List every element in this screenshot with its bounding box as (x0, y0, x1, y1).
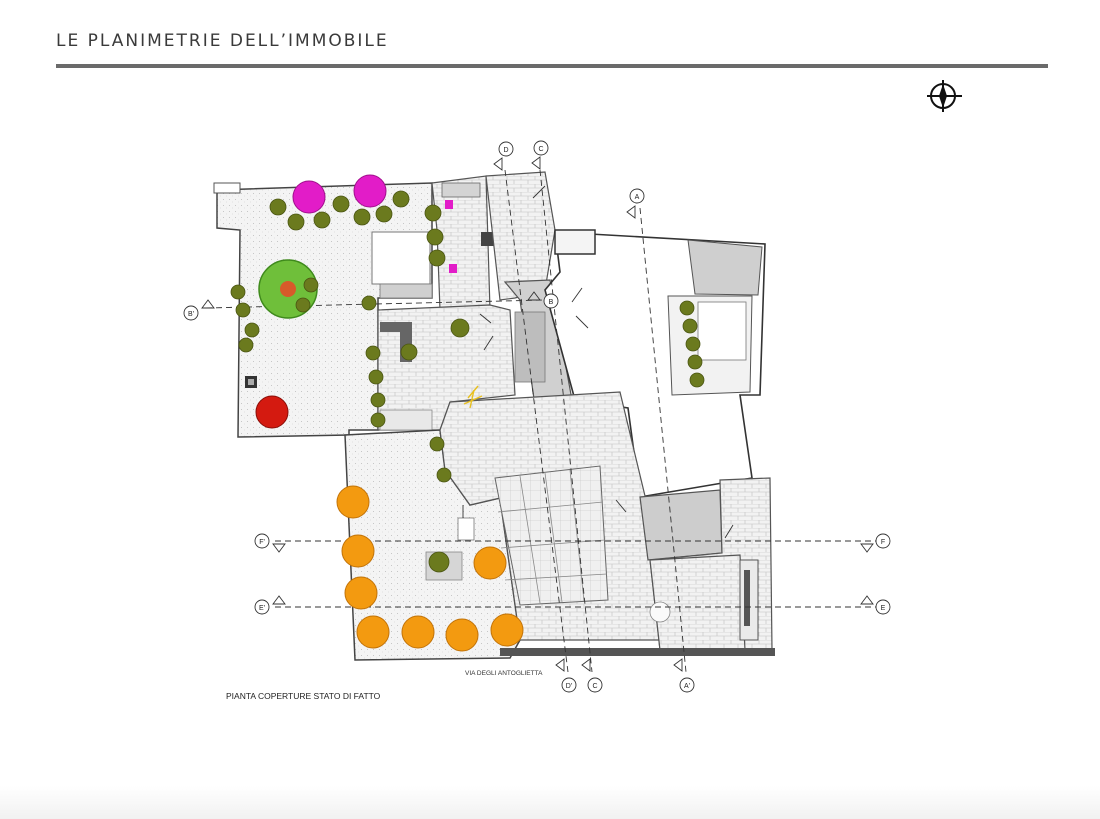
red-tree (255, 395, 289, 429)
svg-text:D': D' (566, 683, 572, 690)
section-lines (205, 169, 880, 673)
section-marker-e-left: E' (254, 595, 286, 615)
section-marker-a-top: A (626, 188, 645, 219)
svg-text:A: A (635, 194, 640, 201)
svg-text:B: B (549, 299, 554, 306)
olive-shrubs (230, 190, 705, 573)
plan-caption: PIANTA COPERTURE STATO DI FATTO (226, 691, 381, 701)
svg-text:A': A' (684, 683, 690, 690)
section-marker-d-bottom: D' (555, 658, 577, 693)
bottom-fade (0, 786, 1100, 819)
section-marker-e-right: E (860, 595, 891, 615)
drainage-arrows (462, 185, 734, 539)
svg-text:C: C (592, 683, 597, 690)
section-marker-a-bottom: A' (673, 658, 695, 693)
section-marker-f-left: F' (254, 533, 286, 553)
street-wall (500, 648, 775, 656)
roof-lower-right-grey (639, 489, 723, 561)
svg-text:D: D (503, 147, 508, 154)
section-marker-f-right: F (860, 533, 891, 553)
garden-inner-block (371, 231, 431, 285)
section-marker-b-right: B (527, 291, 559, 309)
section-marker-c-top: C (531, 140, 549, 170)
compass-rose-icon (927, 80, 962, 112)
svg-text:F: F (881, 539, 885, 546)
svg-text:E': E' (259, 605, 265, 612)
street-name-label: VIA DEGLI ANTOGLIETTA (465, 670, 543, 677)
svg-text:E: E (881, 605, 886, 612)
section-marker-c-bottom: C (581, 658, 603, 693)
section-marker-b-left: B' (183, 299, 215, 321)
yellow-shrub (463, 385, 483, 409)
svg-text:B': B' (188, 311, 194, 318)
title-underline (56, 64, 1048, 68)
svg-text:F': F' (259, 539, 265, 546)
brick-room-bottom (649, 554, 746, 651)
magenta-trees (292, 174, 457, 273)
svg-text:C: C (538, 146, 543, 153)
page-title: LE PLANIMETRIE DELL’IMMOBILE (56, 31, 389, 51)
orange-trees (336, 485, 524, 652)
section-marker-d-top: D (493, 141, 514, 171)
